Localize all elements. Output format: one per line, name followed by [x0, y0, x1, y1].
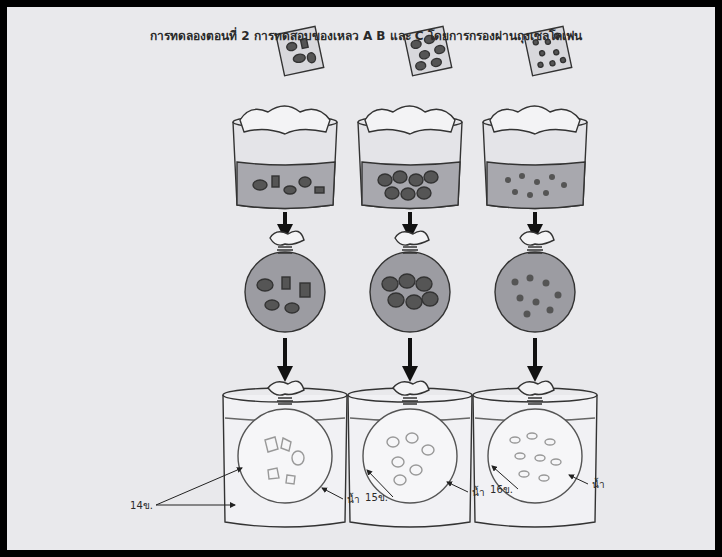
callout-label: น้ำ — [471, 485, 486, 500]
callout-label: 15ข. — [364, 490, 389, 505]
callout-label: 16ข. — [489, 482, 514, 497]
callout-label: น้ำ — [591, 477, 606, 492]
title: การทดลองตอนที่ 2 การทดสอบของเหลว A B และ… — [150, 26, 582, 45]
callout-label: น้ำ — [346, 492, 361, 507]
callout-label: 14ข. — [129, 498, 154, 513]
